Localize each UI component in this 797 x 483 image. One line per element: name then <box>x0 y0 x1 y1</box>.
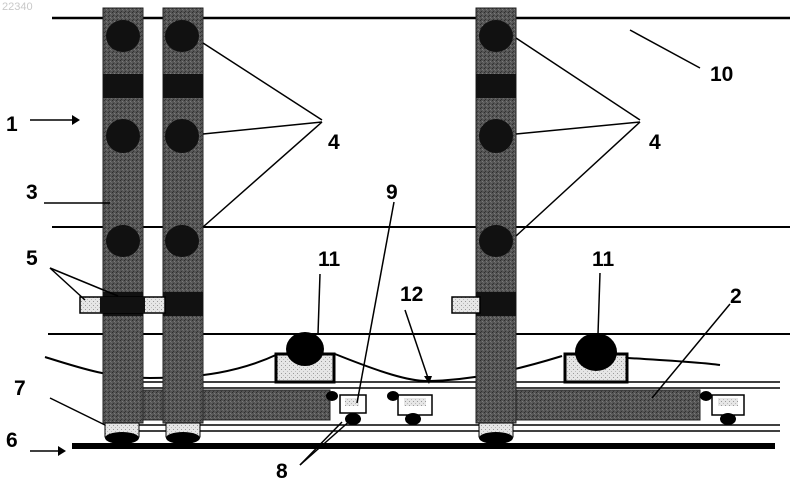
label-4-left: 4 <box>328 132 340 153</box>
column-2 <box>163 8 203 444</box>
label-2: 2 <box>730 286 742 307</box>
label-7: 7 <box>14 378 26 399</box>
column-3 <box>476 8 516 444</box>
label-10: 10 <box>710 64 733 85</box>
label-11-left: 11 <box>318 249 340 270</box>
carriage-right <box>565 333 627 382</box>
bracket-right <box>452 297 480 313</box>
label-1: 1 <box>6 114 18 135</box>
label-4-right: 4 <box>649 132 661 153</box>
label-9: 9 <box>386 182 398 203</box>
trolley-1 <box>326 391 366 425</box>
label-11-right: 11 <box>592 249 614 270</box>
bracket-left-inner <box>100 297 145 313</box>
trolley-2 <box>387 391 432 425</box>
label-6: 6 <box>6 430 18 451</box>
label-12: 12 <box>400 284 423 305</box>
base-beam-right <box>515 390 700 420</box>
column-1 <box>103 8 143 444</box>
carriage-left <box>276 332 334 382</box>
label-3: 3 <box>26 182 38 203</box>
label-5: 5 <box>26 248 38 269</box>
trolley-3 <box>700 391 744 425</box>
label-8: 8 <box>276 461 288 482</box>
